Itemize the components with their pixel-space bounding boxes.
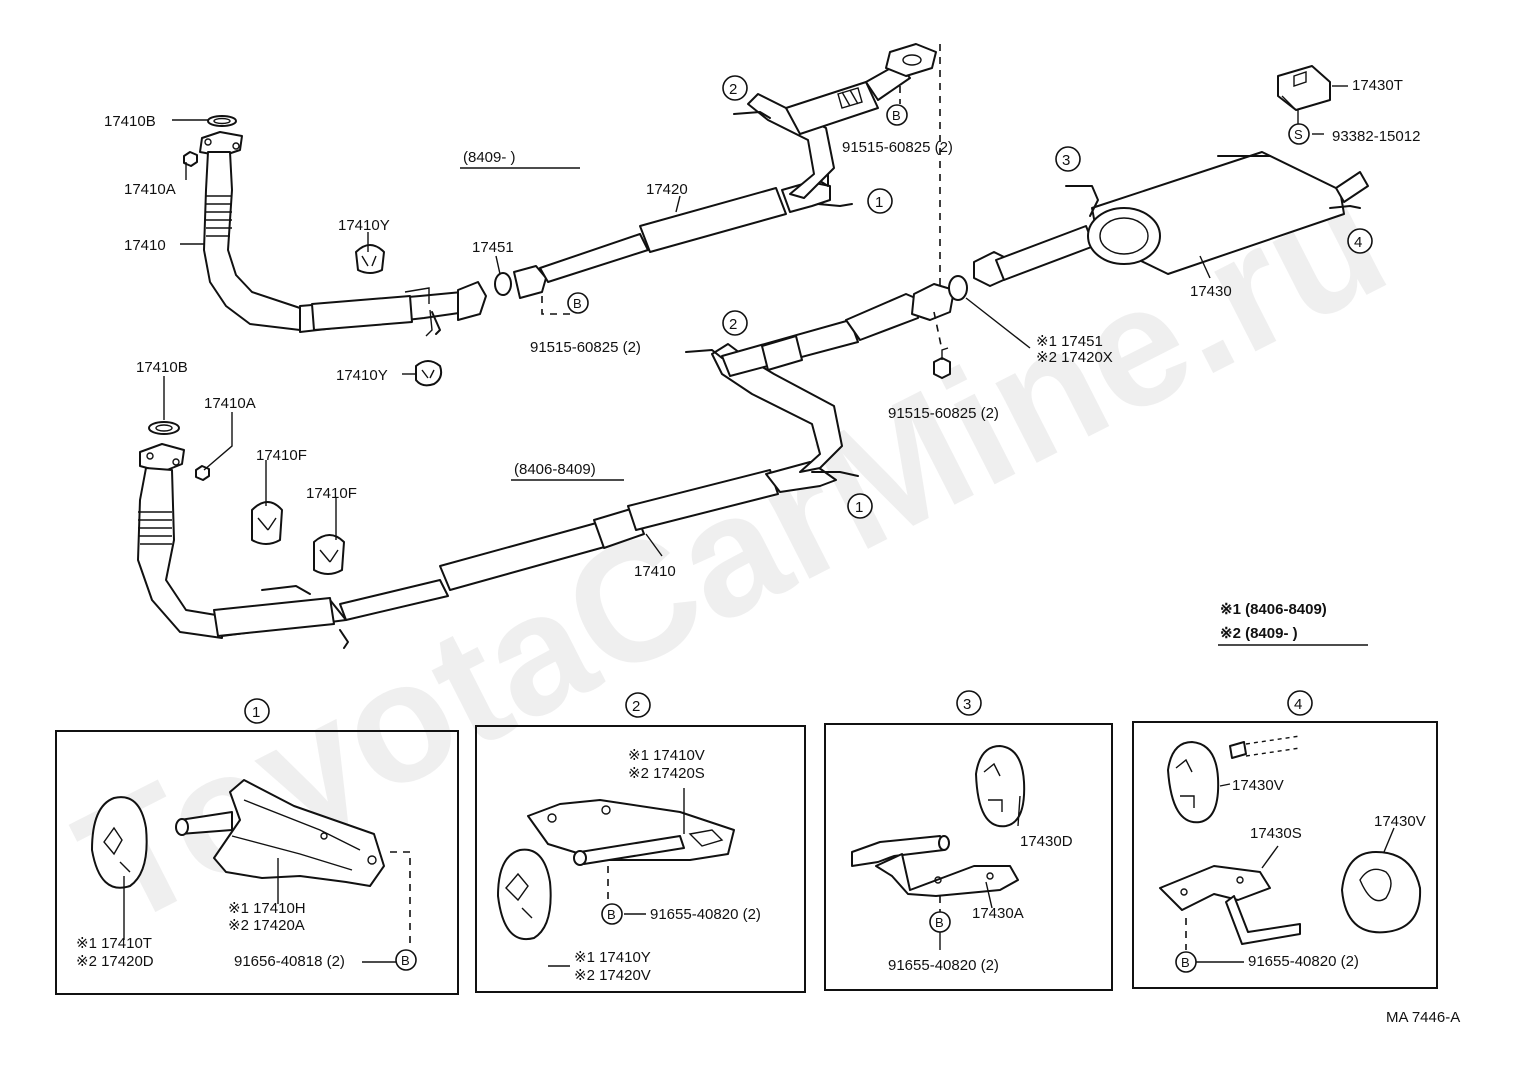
label-17410B-mid: 17410B — [136, 359, 188, 376]
detail-1: 1 ※1 17410H ※2 17420A ※1 17410T ※2 17420… — [55, 698, 459, 995]
svg-text:B: B — [892, 108, 901, 123]
detail-4-label-17430S: 17430S — [1250, 825, 1302, 842]
svg-text:S: S — [1294, 127, 1303, 142]
svg-text:2: 2 — [729, 81, 737, 98]
mid-exhaust-assembly — [137, 275, 968, 649]
label-alt2-17420X: ※2 17420X — [1036, 349, 1113, 366]
label-bolt-mid: 91515-60825 (2) — [888, 405, 999, 422]
detail-3-label-bolt: 91655-40820 (2) — [888, 957, 999, 974]
detail-1-marker-b: B — [401, 953, 410, 968]
detail-4-label-bolt: 91655-40820 (2) — [1248, 953, 1359, 970]
marker-b-top-left: B — [567, 292, 589, 314]
detail-1-label-17410T: ※1 17410T — [76, 935, 152, 952]
detail-3-marker-b: B — [935, 915, 944, 930]
label-17410F-a: 17410F — [256, 447, 307, 464]
label-17430T: 17430T — [1352, 77, 1403, 94]
label-17410-top: 17410 — [124, 237, 166, 254]
detail-1-label-17420A: ※2 17420A — [228, 917, 305, 934]
top-exhaust-assembly — [183, 43, 941, 337]
detail-2-label-17410V: ※1 17410V — [628, 747, 705, 764]
marker-2-top: 2 — [722, 75, 748, 101]
detail-2-label-17410Y: ※1 17410Y — [574, 949, 651, 966]
detail-3-label-17430D: 17430D — [1020, 833, 1073, 850]
figure-code: MA 7446-A — [1386, 1009, 1460, 1026]
svg-text:1: 1 — [875, 194, 883, 211]
label-17410A-top: 17410A — [124, 181, 176, 198]
detail-3-marker: 3 — [963, 696, 971, 713]
label-17410-main: 17410 — [634, 563, 676, 580]
label-17451-top: 17451 — [472, 239, 514, 256]
label-range-mid: (8406-8409) — [514, 461, 596, 478]
label-93382: 93382-15012 — [1332, 128, 1420, 145]
label-bolt-top-right: 91515-60825 (2) — [842, 139, 953, 156]
svg-text:4: 4 — [1354, 234, 1362, 251]
detail-2-label-bolt: 91655-40820 (2) — [650, 906, 761, 923]
marker-s: S — [1288, 123, 1310, 145]
detail-1-label-17410H: ※1 17410H — [228, 900, 306, 917]
detail-1-marker: 1 — [252, 704, 260, 721]
detail-4: 4 17430V 17430S 17430V B 91655-40820 (2) — [1132, 690, 1438, 989]
label-17430: 17430 — [1190, 283, 1232, 300]
marker-1-top: 1 — [867, 188, 893, 214]
detail-4-label-17430V-a: 17430V — [1232, 777, 1284, 794]
marker-3-top: 3 — [1055, 146, 1081, 172]
muffler-assembly — [973, 65, 1369, 287]
svg-text:1: 1 — [855, 499, 863, 516]
marker-b-top-right: B — [886, 104, 908, 126]
detail-1-label-17420D: ※2 17420D — [76, 953, 154, 970]
label-17410Y-mid: 17410Y — [336, 367, 388, 384]
marker-1-mid: 1 — [847, 493, 873, 519]
legend-note-2: ※2 (8409- ) — [1220, 625, 1298, 642]
detail-4-marker: 4 — [1294, 696, 1302, 713]
label-range-top: (8409- ) — [463, 149, 516, 166]
label-17410F-b: 17410F — [306, 485, 357, 502]
detail-2: 2 ※1 17410V ※2 17420S B 91655-40820 (2) … — [475, 692, 806, 993]
detail-4-label-17430V-b: 17430V — [1374, 813, 1426, 830]
detail-3: 3 17430D 17430A B 91655-40820 (2) — [824, 690, 1113, 991]
marker-2-mid: 2 — [722, 310, 748, 336]
label-17420: 17420 — [646, 181, 688, 198]
legend-note-1: ※1 (8406-8409) — [1220, 601, 1327, 618]
label-alt1-17451: ※1 17451 — [1036, 333, 1103, 350]
label-17410B-top: 17410B — [104, 113, 156, 130]
svg-text:3: 3 — [1062, 152, 1070, 169]
detail-4-marker-b: B — [1181, 955, 1190, 970]
detail-1-label-bolt: 91656-40818 (2) — [234, 953, 345, 970]
detail-2-label-17420V: ※2 17420V — [574, 967, 651, 984]
svg-text:B: B — [573, 296, 582, 311]
detail-2-marker-b: B — [607, 907, 616, 922]
detail-3-label-17430A: 17430A — [972, 905, 1024, 922]
leader-lines — [163, 85, 1348, 557]
label-bolt-top-left: 91515-60825 (2) — [530, 339, 641, 356]
marker-4-top: 4 — [1347, 228, 1373, 254]
label-17410A-mid: 17410A — [204, 395, 256, 412]
svg-text:2: 2 — [729, 316, 737, 333]
label-17410Y-top: 17410Y — [338, 217, 390, 234]
detail-2-label-17420S: ※2 17420S — [628, 765, 705, 782]
detail-2-marker: 2 — [632, 698, 640, 715]
